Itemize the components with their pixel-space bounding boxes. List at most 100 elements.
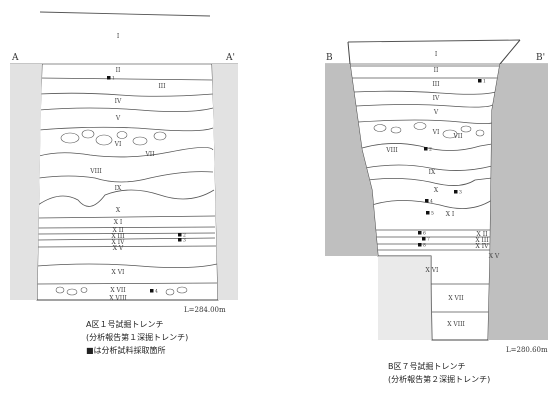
trench-b-layer-label: V bbox=[433, 109, 439, 116]
trench-a-samples: 1 23 4 bbox=[107, 76, 186, 295]
trench-a-layer-label: II bbox=[116, 67, 121, 74]
trench-a-layer-line bbox=[37, 237, 216, 241]
trench-b-layer-label: X III bbox=[475, 237, 489, 244]
trench-b-layer-label: X VII bbox=[448, 295, 464, 302]
trench-a-left-marker: A bbox=[11, 53, 19, 63]
trench-a-sample-marker bbox=[178, 238, 182, 242]
trench-b-layer-label: IX bbox=[429, 169, 436, 176]
trench-b-sample-marker bbox=[478, 79, 482, 83]
trench-b-sample-marker bbox=[425, 199, 429, 203]
trench-a-wall-shade bbox=[10, 64, 42, 300]
trench-b-layer-label: VIII bbox=[385, 147, 398, 154]
trench-b-layer-label: X bbox=[434, 187, 439, 194]
trench-a-layer-label: X VIII bbox=[109, 295, 127, 302]
trench-a-layer-line bbox=[38, 147, 214, 158]
trench-b-wall-shade bbox=[488, 64, 548, 340]
trench-a-layer-label: X bbox=[116, 207, 121, 214]
trench-b-caption: B区７号試掘トレンチ (分析報告第２深掘トレンチ) bbox=[388, 360, 490, 386]
trench-a-layer-label: X II bbox=[113, 227, 125, 234]
trench-a-layer-line bbox=[37, 215, 216, 219]
trench-b-sample-number: 3 bbox=[459, 190, 462, 196]
trench-a-sample-number: 2 bbox=[183, 233, 186, 239]
trench-a-layer-line bbox=[38, 126, 214, 132]
trench-b-sample-marker bbox=[424, 147, 428, 151]
trench-b-caption-subtitle: (分析報告第２深掘トレンチ) bbox=[388, 375, 491, 384]
trench-a-layer-line bbox=[37, 232, 216, 235]
trench-a-layer-label: VI bbox=[114, 141, 122, 148]
trench-a-layer-label: X VI bbox=[112, 269, 126, 276]
trench-a-layer-line bbox=[38, 171, 214, 183]
trench-b-elevation-label: L=280.60m bbox=[506, 346, 548, 354]
trench-b-layer-line bbox=[364, 164, 493, 171]
trench-b-stones bbox=[373, 122, 485, 139]
trench-b-layer-label: X IV bbox=[476, 243, 490, 250]
trench-b-layer-label: IV bbox=[433, 95, 440, 102]
trench-b-sample-number: 8 bbox=[423, 243, 426, 249]
trench-b-layer-line bbox=[361, 143, 493, 151]
trench-a-layer-label: VIII bbox=[89, 168, 102, 175]
trench-b-layer-line bbox=[353, 90, 497, 95]
trench-a-layer-line bbox=[37, 189, 215, 207]
trench-a-sample-number: 1 bbox=[112, 76, 115, 82]
trench-b-right-marker: B' bbox=[536, 53, 545, 63]
trench-b-layer-line bbox=[357, 119, 495, 124]
trench-b-layer-label: X V bbox=[489, 253, 500, 260]
trench-a-caption-subtitle: (分析報告第１深掘トレンチ) bbox=[86, 333, 189, 342]
trench-a-wall-shade bbox=[212, 64, 238, 300]
trench-a-layer-line bbox=[38, 107, 214, 112]
trench-a-layer-label: X III bbox=[111, 233, 125, 240]
trench-b-sample-marker bbox=[418, 243, 422, 247]
trench-b-ground-line bbox=[347, 39, 521, 43]
trench-a-layer-label: X I bbox=[114, 219, 123, 226]
trench-a-sample-marker bbox=[107, 76, 111, 80]
trench-a-stones bbox=[55, 129, 188, 296]
trench-b-sample-number: 6 bbox=[423, 231, 426, 237]
trench-a-layer-label: IV bbox=[115, 98, 122, 105]
trench-b-sample-number: 7 bbox=[427, 237, 430, 243]
trench-b-layer-line bbox=[371, 199, 493, 209]
trench-b-left-marker: B bbox=[326, 53, 333, 63]
trench-a-sample-number: 4 bbox=[155, 289, 158, 295]
trench-b-sample-number: 4 bbox=[430, 199, 433, 205]
trench-a-right-marker: A' bbox=[225, 53, 235, 63]
trench-b-wall-shade bbox=[378, 256, 432, 340]
trench-b-layer-label: VII bbox=[452, 133, 463, 140]
trench-a-elevation-label: L=284.00m bbox=[184, 306, 226, 314]
trench-b-layer-label: X VIII bbox=[447, 321, 465, 328]
trench-b-sample-number: 1 bbox=[483, 79, 486, 85]
trench-b-layer-label: II bbox=[434, 67, 439, 74]
trench-a-sample-marker bbox=[150, 289, 154, 293]
trench-b-sample-marker bbox=[454, 190, 458, 194]
trench-a-sample-marker bbox=[178, 233, 182, 237]
trench-a-layer-line bbox=[36, 263, 218, 268]
trench-a-caption-title: A区１号試掘トレンチ bbox=[86, 320, 164, 329]
trench-b-sample-marker bbox=[418, 231, 422, 235]
trench-b-layer-line bbox=[355, 103, 495, 108]
trench-a-layer-label: X VII bbox=[110, 287, 126, 294]
trench-b-caption-title: B区７号試掘トレンチ bbox=[388, 362, 466, 371]
trench-a-sample-number: 3 bbox=[183, 238, 186, 244]
trench-a-section bbox=[10, 11, 238, 301]
trench-b-layer-label: VI bbox=[432, 129, 440, 136]
trench-b-sample-marker bbox=[426, 211, 430, 215]
trench-b-sample-marker bbox=[422, 237, 426, 241]
trench-a-layer-label: X IV bbox=[112, 239, 126, 246]
trench-a-layer-label: V bbox=[115, 115, 121, 122]
trench-a-layer-label: I bbox=[117, 33, 120, 40]
trench-a-layer-label: X V bbox=[113, 245, 124, 252]
trench-a-layer-line bbox=[38, 92, 214, 97]
trench-a-ground-line bbox=[39, 11, 211, 17]
trench-a-layer-label: VII bbox=[144, 151, 155, 158]
trench-a-caption: A区１号試掘トレンチ (分析報告第１深掘トレンチ) ■は分析試料採取箇所 bbox=[86, 318, 188, 357]
trench-a-layer-line bbox=[36, 282, 218, 285]
trench-a-layer-line bbox=[37, 226, 216, 229]
trench-b-layer-line bbox=[367, 177, 493, 186]
trench-b-layer-label: X I bbox=[446, 211, 455, 218]
trench-b-layer-label: X VI bbox=[426, 267, 440, 274]
trench-a-layer-label: IX bbox=[115, 185, 122, 192]
